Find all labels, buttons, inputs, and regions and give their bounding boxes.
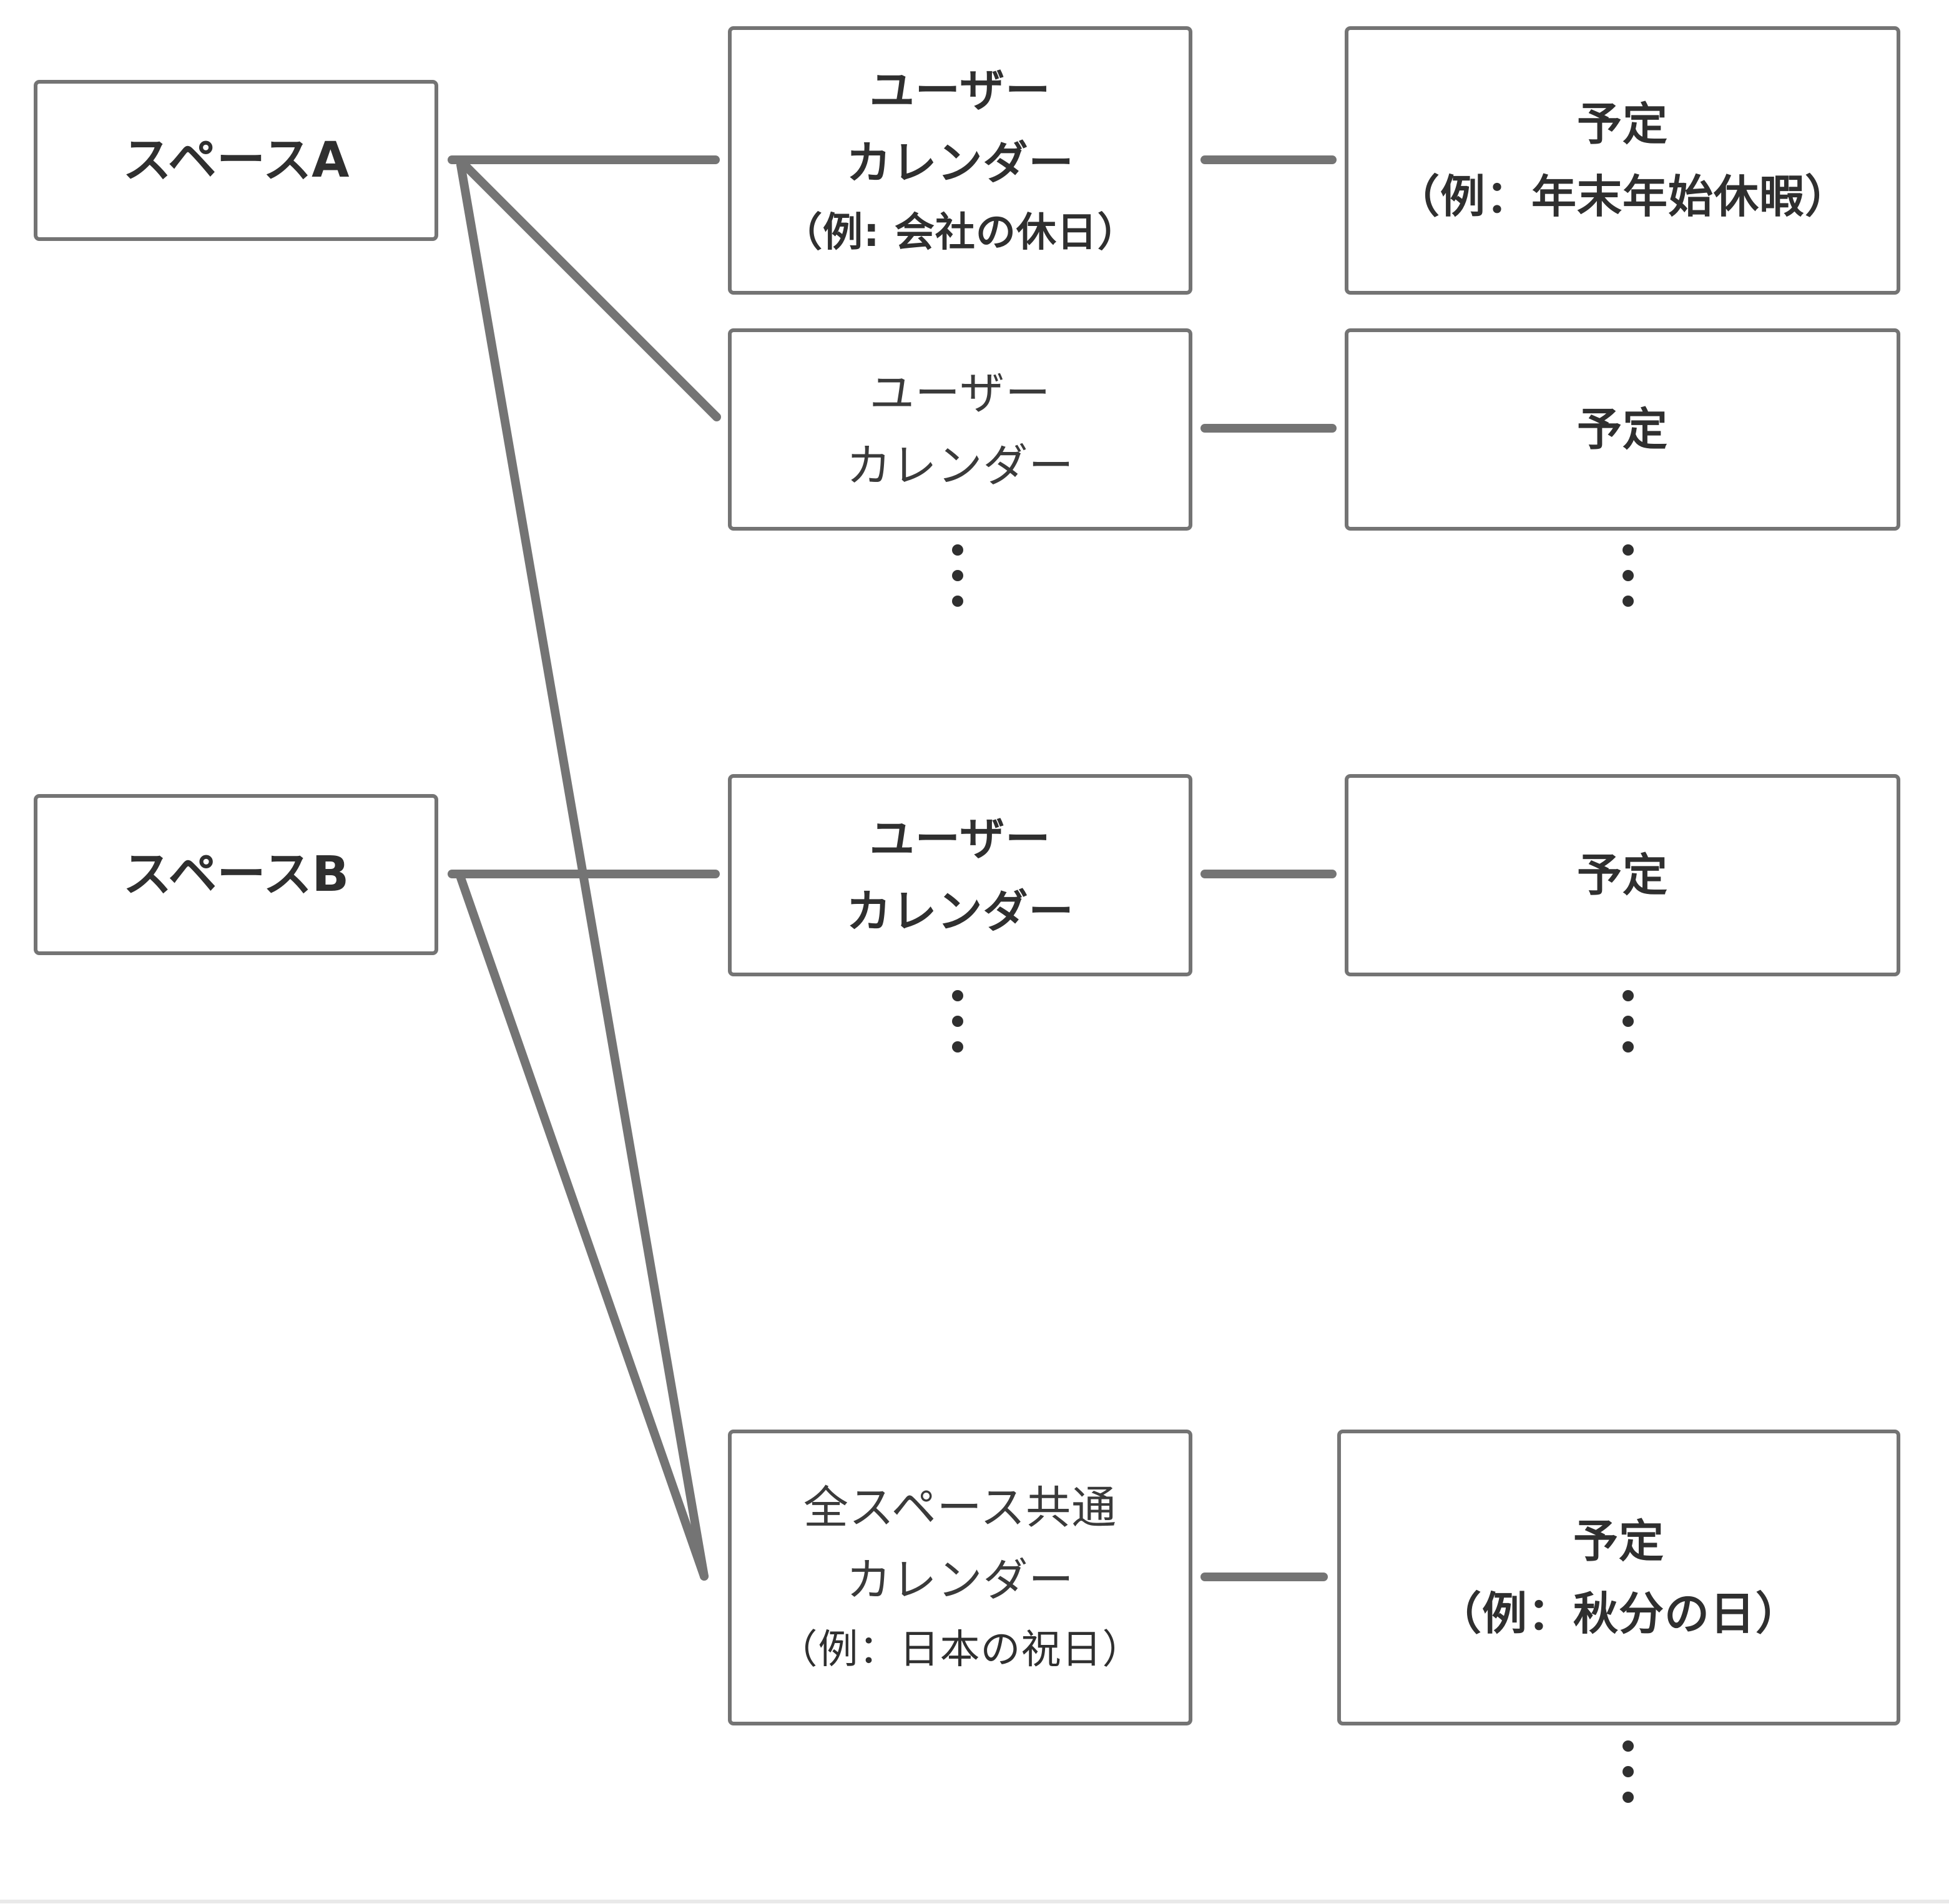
vertical-ellipsis-icon-event-4: [1622, 1740, 1634, 1803]
common-calendar-note: （例：日本の祝日）: [777, 1627, 1143, 1673]
event-box-2: 予定: [1345, 328, 1900, 531]
ellipsis-dot: [952, 1041, 963, 1053]
common-calendar-line-1: 全スペース共通: [803, 1481, 1117, 1534]
user-calendar-1-line-2: カレンダー: [846, 137, 1074, 189]
vertical-ellipsis-icon-event-3: [1622, 990, 1634, 1053]
ellipsis-dot: [952, 544, 963, 556]
user-calendar-2-line-1: ユーザー: [869, 367, 1051, 420]
ellipsis-dot: [1623, 570, 1634, 581]
ellipsis-dot: [952, 1016, 963, 1027]
user-calendar-2-line-2: カレンダー: [846, 439, 1074, 492]
connector-space-a-to-user-calendar-2: [460, 160, 721, 421]
ellipsis-dot: [1623, 596, 1634, 607]
space-a-box: スペースA: [34, 80, 438, 241]
event-1-title: 予定: [1576, 98, 1668, 150]
ellipsis-dot: [1623, 1740, 1634, 1752]
vertical-ellipsis-icon-event-2: [1622, 544, 1634, 607]
user-calendar-3-line-1: ユーザー: [869, 813, 1051, 865]
common-calendar-line-2: カレンダー: [846, 1554, 1074, 1606]
ellipsis-dot: [1623, 1766, 1634, 1777]
event-box-4: 予定 （例：秋分の日）: [1337, 1430, 1900, 1725]
user-calendar-1-line-1: ユーザー: [869, 64, 1051, 117]
ellipsis-dot: [952, 596, 963, 607]
ellipsis-dot: [1623, 1016, 1634, 1027]
user-calendar-box-2: ユーザー カレンダー: [728, 328, 1192, 531]
ellipsis-dot: [952, 990, 963, 1001]
event-4-note: （例：秋分の日）: [1436, 1587, 1801, 1640]
space-b-label: スペースB: [122, 846, 350, 903]
ellipsis-dot: [1623, 1041, 1634, 1053]
user-calendar-3-line-2: カレンダー: [846, 885, 1074, 938]
ellipsis-dot: [952, 570, 963, 581]
space-b-box: スペースB: [34, 794, 438, 955]
common-calendar-box: 全スペース共通 カレンダー （例：日本の祝日）: [728, 1430, 1192, 1725]
connector-space-b-to-common-calendar: [456, 873, 709, 1581]
event-2-title: 予定: [1576, 403, 1668, 456]
event-3-title: 予定: [1576, 849, 1668, 901]
ellipsis-dot: [1623, 544, 1634, 556]
user-calendar-box-3: ユーザー カレンダー: [728, 774, 1192, 976]
ellipsis-dot: [1623, 1792, 1634, 1803]
event-1-note: （例：年末年始休暇）: [1394, 170, 1850, 223]
user-calendar-box-1: ユーザー カレンダー （例: 会社の休日）: [728, 26, 1192, 295]
event-box-1: 予定 （例：年末年始休暇）: [1345, 26, 1900, 295]
space-a-label: スペースA: [122, 132, 350, 189]
vertical-ellipsis-icon-user-calendar-3: [951, 990, 964, 1053]
user-calendar-1-note: （例: 会社の休日）: [782, 210, 1138, 256]
ellipsis-dot: [1623, 990, 1634, 1001]
vertical-ellipsis-icon-user-calendar-2: [951, 544, 964, 607]
event-box-3: 予定: [1345, 774, 1900, 976]
bottom-divider: [0, 1900, 1949, 1903]
event-4-title: 予定: [1573, 1515, 1664, 1568]
